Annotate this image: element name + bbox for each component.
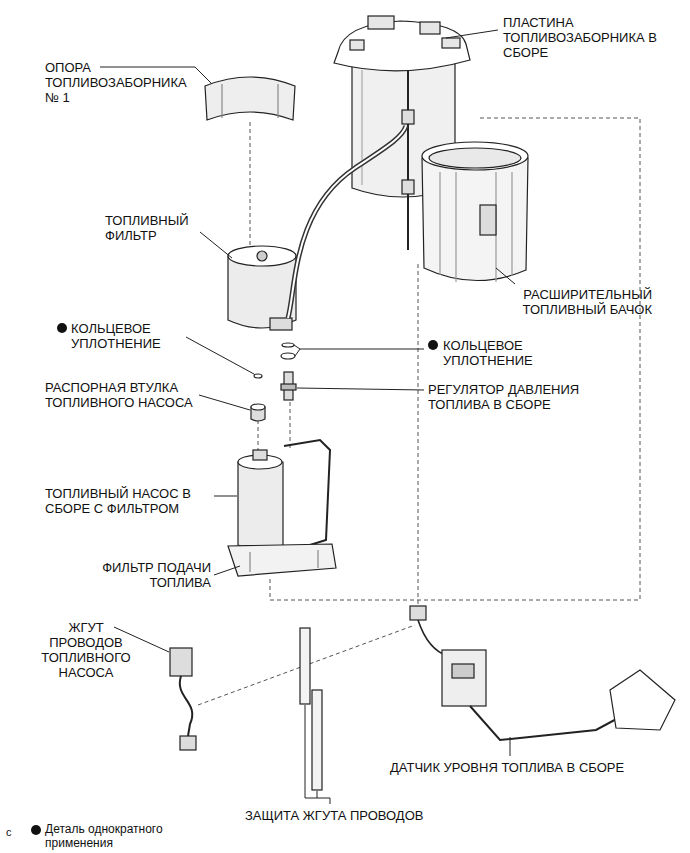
part-label: РАСШИРИТЕЛЬНЫЙ ТОПЛИВНЫЙ БАЧОК <box>500 287 652 317</box>
leader-line <box>305 705 330 804</box>
part-label: ОПОРА ТОПЛИВОЗАБОРНИКА № 1 <box>45 60 200 105</box>
small-parts <box>251 343 296 421</box>
sender-body <box>442 650 486 706</box>
harness-connector <box>180 736 196 750</box>
dashed-line <box>270 118 640 600</box>
o-ring <box>254 374 262 378</box>
leader-lines <box>100 30 515 804</box>
support-tabs <box>222 84 278 118</box>
sender-detail <box>452 664 474 678</box>
float <box>610 670 675 730</box>
float-arm <box>470 706 622 740</box>
sub-tank-ribs <box>440 172 512 282</box>
part-label: ТОПЛИВНЫЙ НАСОС В СБОРЕ С ФИЛЬТРОМ <box>45 486 211 516</box>
fuel-hose-core <box>288 126 406 318</box>
o-ring <box>282 343 294 347</box>
filter-outlet <box>270 318 292 330</box>
part-label: ЗАЩИТА ЖГУТА ПРОВОДОВ <box>245 808 465 823</box>
one-time-use-marks <box>31 323 438 835</box>
part-label: КОЛЬЦЕВОЕ УПЛОТНЕНИЕ <box>71 321 191 351</box>
sub-tank <box>422 142 528 282</box>
spacer-top <box>251 404 265 410</box>
plate-nipple <box>350 40 364 50</box>
leader-line <box>214 566 240 575</box>
pump-body <box>238 462 283 549</box>
one-time-use-dot <box>57 323 67 333</box>
fuel-pump <box>228 440 336 576</box>
fuel-hose <box>288 126 406 318</box>
dashed-line <box>198 625 415 705</box>
sender-gauge <box>410 606 675 740</box>
protector-tube <box>300 628 310 704</box>
protector-tube <box>312 690 322 790</box>
filter-port <box>257 251 267 261</box>
part-label: ПЛАСТИНА ТОПЛИВОЗАБОРНИКА В СБОРЕ <box>503 15 668 60</box>
pump-bracket <box>284 440 330 545</box>
suction-filter <box>228 544 336 576</box>
leader-line <box>446 30 498 38</box>
pump-harness <box>170 648 196 750</box>
suction-filter-ribs <box>250 550 318 572</box>
fuel-filter <box>228 246 296 330</box>
part-label: РЕГУЛЯТОР ДАВЛЕНИЯ ТОПЛИВА В СБОРЕ <box>428 382 608 412</box>
part-label: ЖГУТ ПРОВОДОВ ТОПЛИВНОГО НАСОСА <box>30 620 142 680</box>
part-label: РАСПОРНАЯ ВТУЛКА ТОПЛИВНОГО НАСОСА <box>45 380 197 410</box>
plate-flange <box>334 21 470 71</box>
leader-line <box>297 388 424 390</box>
part-label: КОЛЬЦЕВОЕ УПЛОТНЕНИЕ <box>443 338 573 368</box>
leader-line <box>186 337 254 374</box>
harness-connector <box>170 648 192 676</box>
o-ring <box>281 353 295 359</box>
plate-rod <box>407 70 409 250</box>
leader-line <box>214 496 237 497</box>
support-bracket <box>205 77 295 120</box>
assembly-dashed-lines <box>198 118 640 705</box>
harness-wire <box>180 676 193 736</box>
leader-line <box>199 395 250 410</box>
pump-outlet <box>253 450 267 460</box>
leader-line <box>496 268 515 284</box>
leader-line <box>294 345 424 356</box>
figure-code: с <box>6 826 26 839</box>
part-label: ФИЛЬТР ПОДАЧИ ТОПЛИВА <box>70 560 211 590</box>
wire-protectors <box>300 628 322 790</box>
legend-text: Деталь однократного применения <box>45 822 180 850</box>
one-time-use-dot <box>428 340 438 350</box>
plate-connector <box>442 38 460 48</box>
part-label: ТОПЛИВНЫЙ ФИЛЬТР <box>105 213 205 243</box>
support-band <box>205 77 295 120</box>
part-label: ДАТЧИК УРОВНЯ ТОПЛИВА В СБОРЕ <box>390 760 680 775</box>
dashed-line <box>250 122 251 246</box>
dashed-line <box>290 402 291 450</box>
legend-dot <box>31 825 41 835</box>
dashed-line <box>418 262 419 604</box>
rod-clip <box>402 110 414 124</box>
sub-tank-latch <box>480 205 496 235</box>
regulator-collar <box>281 384 296 390</box>
leader-line <box>510 737 511 756</box>
sub-tank-rim <box>422 142 528 170</box>
filter-top <box>228 246 296 266</box>
rod-clip <box>402 180 414 194</box>
leader-line <box>200 232 232 258</box>
plate-shade <box>361 70 362 185</box>
plate-connector <box>420 22 440 34</box>
sub-tank-inner <box>429 148 521 168</box>
plate-connector <box>368 16 394 29</box>
sender-connector <box>410 606 426 620</box>
